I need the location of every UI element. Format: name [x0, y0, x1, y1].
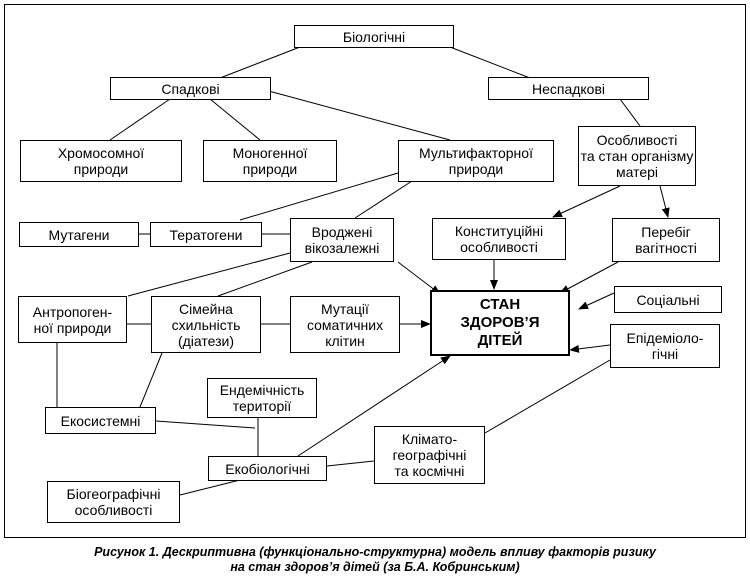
node-family: Сімейна схильність (діатези) — [151, 296, 261, 353]
line-nonhereditary-maternal — [619, 98, 641, 127]
arrow-maternal-pregnancy — [659, 185, 670, 218]
node-social: Соціальні — [614, 286, 722, 313]
arrow-maternal-constitutional — [552, 185, 621, 218]
line-biological-nonhereditary — [449, 46, 531, 79]
node-monogenic: Моногенної природи — [203, 140, 337, 182]
arrow-congenital-health — [397, 261, 441, 295]
diagram-frame — [4, 4, 746, 538]
line-ecobiological-climatic — [326, 460, 375, 467]
line-climatic-epidemiological — [484, 359, 611, 434]
line-hereditary-multifactorial — [264, 89, 451, 141]
node-constitutional: Конституційні особливості — [432, 218, 566, 260]
node-endemic: Ендемічність території — [207, 378, 317, 418]
figure-caption: Рисунок 1. Дескриптивна (функціонально-с… — [0, 545, 750, 575]
node-multifactorial: Мультифакторної природи — [398, 140, 554, 182]
line-family-congenital — [217, 261, 313, 297]
arrow-epidemiological-health — [569, 344, 611, 353]
line-hereditary-chromosomal — [109, 98, 171, 141]
node-chromosomal: Хромосомної природи — [20, 140, 182, 182]
node-health: СТАН ЗДОРОВ’Я ДІТЕЙ — [430, 290, 570, 356]
node-teratogens: Тератогени — [150, 222, 262, 247]
node-congenital: Вроджені вікозалежні — [290, 218, 394, 262]
line-biological-hereditary — [219, 46, 301, 79]
node-hereditary: Спадкові — [110, 77, 271, 100]
arrow-ecobiological-health — [297, 355, 451, 457]
line-biogeographic-ecobiological — [179, 479, 241, 496]
node-maternal: Особливості та стан організму матері — [578, 126, 696, 186]
line-congenital-multifactorial — [354, 180, 413, 219]
node-somatic: Мутації соматичних клітин — [290, 296, 400, 353]
node-pregnancy: Перебіг вагітності — [612, 218, 720, 262]
caption-line-2: на стан здоров’я дітей (за Б.А. Кобринсь… — [230, 560, 520, 574]
node-climatic: Клімато- географічні та космічні — [374, 426, 485, 484]
line-family-ecosystem — [139, 352, 163, 408]
caption-line-1: Рисунок 1. Дескриптивна (функціонально-с… — [94, 545, 656, 559]
node-nonhereditary: Неспадкові — [488, 77, 649, 100]
line-teratogens-multifactorial — [239, 172, 399, 221]
node-ecosystem: Екосистемні — [45, 407, 156, 434]
arrow-pregnancy-health — [559, 261, 619, 294]
line-ecosystem-ecobiological — [155, 420, 256, 429]
node-biological: Біологічні — [294, 25, 454, 48]
arrow-social-health — [578, 292, 615, 310]
node-biogeographic: Біогеографічні особливості — [47, 481, 180, 523]
line-anthropogenic-congenital — [127, 252, 291, 297]
node-ecobiological: Екобіологічні — [208, 456, 327, 481]
node-epidemiological: Епідеміоло- гічні — [610, 324, 720, 368]
node-anthropogenic: Антропоген- ної природи — [18, 296, 127, 343]
node-mutagens: Мутагени — [19, 222, 139, 247]
line-hereditary-monogenic — [209, 98, 261, 141]
